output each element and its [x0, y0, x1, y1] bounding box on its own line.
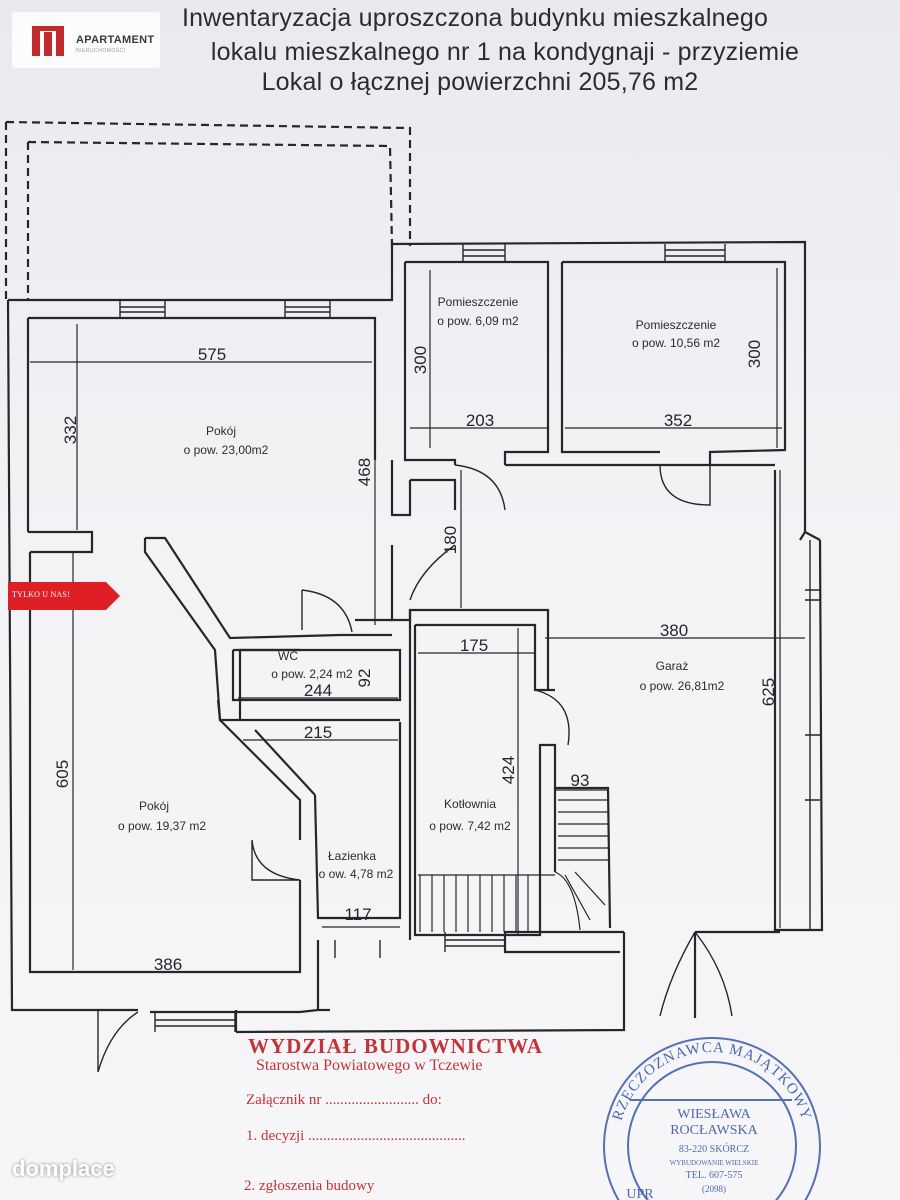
- seal-address-2: WYBUDOWANIE WIELSKIE: [670, 1159, 759, 1167]
- dim-332: 332: [61, 416, 80, 444]
- room-name-pokoj2: Pokój: [139, 799, 169, 813]
- title-line-1: Inwentaryzacja uproszczona budynku miesz…: [181, 4, 769, 32]
- room-name-pokoj1: Pokój: [206, 424, 236, 438]
- stamp-title: WYDZIAŁ BUDOWNICTWA: [248, 1034, 543, 1058]
- room-name-kotlownia: Kotłownia: [444, 797, 496, 811]
- window-marks: [119, 244, 820, 1032]
- room-area-wc: o pow. 2,24 m2: [271, 667, 353, 681]
- dim-215: 215: [304, 723, 332, 742]
- dim-300-b: 300: [745, 340, 764, 368]
- seal-address: 83-220 SKÓRCZ: [679, 1143, 749, 1155]
- stamp-decision-line: 1. decyzji .............................…: [246, 1128, 466, 1144]
- interior-walls: [28, 260, 787, 940]
- stamp-notice-line: 2. zgłoszenia budowy: [244, 1178, 375, 1194]
- dim-244: 244: [304, 681, 332, 700]
- appraiser-seal: [603, 1037, 821, 1200]
- logo-tagline: NIERUCHOMOŚCI: [76, 48, 126, 54]
- dim-300-a: 300: [411, 346, 430, 374]
- room-area-garaz: o pow. 26,81m2: [640, 679, 725, 693]
- stamp-attachment-line: Załącznik nr ......................... d…: [246, 1092, 442, 1108]
- room-area-pokoj1: o pow. 23,00m2: [184, 443, 269, 457]
- seal-bottom-text: UPR: [626, 1187, 654, 1200]
- title-line-2: lokalu mieszkalnego nr 1 na kondygnaji -…: [210, 38, 800, 66]
- terrace-outline: [4, 120, 412, 300]
- room-name-wc: WC: [278, 649, 298, 663]
- dim-117: 117: [344, 905, 371, 924]
- promo-badge: [8, 582, 120, 610]
- stairs: [418, 799, 608, 932]
- room-area-lazienka: o ow. 4,78 m2: [319, 867, 394, 881]
- watermark-brand: domplace: [12, 1156, 115, 1181]
- dim-203: 203: [466, 411, 494, 430]
- seal-name-1: WIESŁAWA: [677, 1107, 751, 1122]
- dim-380: 380: [660, 621, 688, 640]
- dim-386: 386: [154, 955, 182, 974]
- seal-phone: TEL. 607-575: [686, 1170, 743, 1181]
- dimension-lines: [30, 268, 805, 973]
- dim-175: 175: [460, 636, 488, 655]
- stamp-subtitle: Starostwa Powiatowego w Tczewie: [256, 1057, 483, 1074]
- room-area-pokoj2: o pow. 19,37 m2: [118, 819, 206, 833]
- logo-name: APARTAMENT: [76, 34, 155, 46]
- title-line-3: Lokal o łącznej powierzchni 205,76 m2: [261, 68, 699, 96]
- dim-180: 180: [441, 526, 460, 554]
- dim-605: 605: [53, 760, 72, 788]
- agency-logo: APARTAMENT NIERUCHOMOŚCI: [12, 12, 160, 68]
- room-name-pom2: Pomieszczenie: [636, 318, 717, 332]
- room-area-pom1: o pow. 6,09 m2: [437, 314, 519, 328]
- room-name-pom1: Pomieszczenie: [438, 295, 519, 309]
- room-name-garaz: Garaż: [656, 659, 689, 673]
- room-name-lazienka: Łazienka: [328, 849, 376, 863]
- dim-92: 92: [355, 669, 374, 688]
- seal-name-2: ROCŁAWSKA: [670, 1123, 758, 1138]
- promo-badge-label: TYLKO U NAS!: [12, 590, 70, 599]
- logo-icon: [32, 26, 64, 56]
- room-area-kotlownia: o pow. 7,42 m2: [429, 819, 511, 833]
- dim-468: 468: [355, 458, 374, 486]
- dim-424: 424: [499, 756, 518, 784]
- seal-number: (2098): [702, 1184, 726, 1194]
- dim-575: 575: [198, 345, 226, 364]
- room-area-pom2: o pow. 10,56 m2: [632, 336, 720, 350]
- dim-93: 93: [571, 771, 590, 790]
- dim-352: 352: [664, 411, 692, 430]
- dim-625: 625: [759, 678, 778, 706]
- door-swings: [97, 464, 733, 1073]
